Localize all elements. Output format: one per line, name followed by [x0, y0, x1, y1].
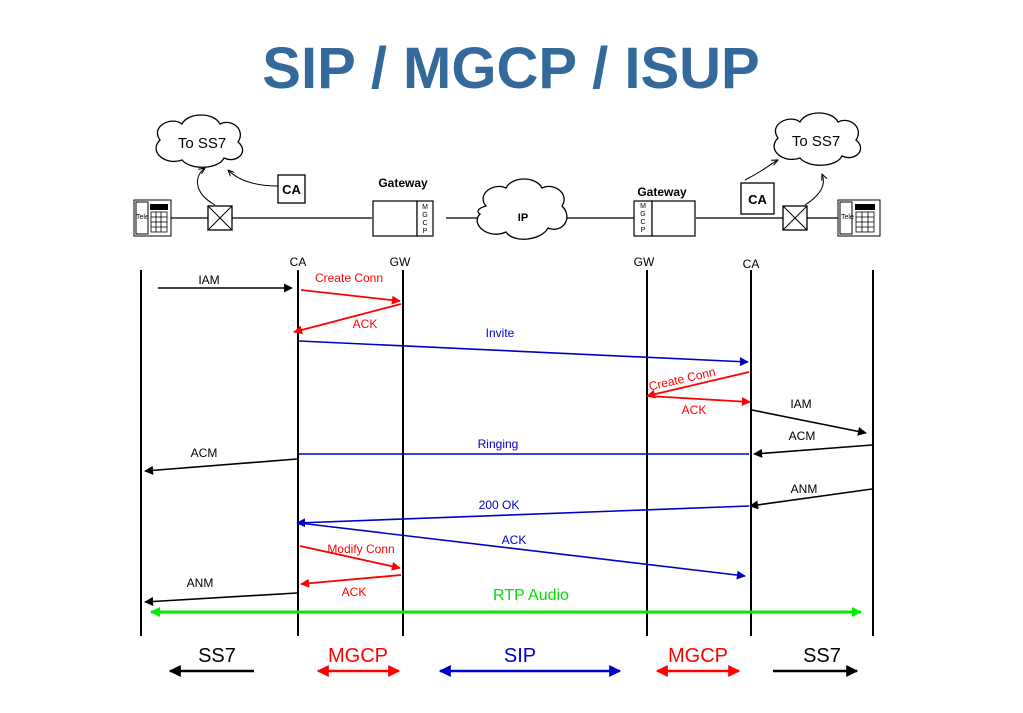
ca-box-right-label: CA [748, 192, 767, 207]
msg-200-ok-label: 200 OK [479, 498, 520, 512]
msg-ack-mgcp-right-arrow [647, 395, 751, 407]
gateway-right: Gateway M G C P [633, 185, 696, 237]
msg-invite-label: Invite [486, 326, 515, 340]
lifeline-label-ca-left: CA [290, 255, 307, 269]
msg-ack-mgcp-left-arrow [293, 303, 402, 335]
switch-icon-left [207, 205, 233, 231]
cloud-left-label: To SS7 [178, 135, 226, 152]
msg-ack-mgcp-right-label: ACK [682, 403, 707, 417]
msg-modify-conn-arrow [299, 545, 401, 571]
msg-invite-arrow [298, 340, 749, 367]
phone-left-label: Tele [136, 214, 149, 221]
msg-acm-right-label: ACM [789, 429, 816, 443]
network-topology: To SS7 To SS7 Tele [133, 112, 881, 240]
msg-ack-modify-label: ACK [342, 585, 367, 599]
ip-cloud: IP [476, 178, 568, 240]
switch-icon-right [782, 205, 808, 231]
gateway-left: Gateway M G C P [372, 176, 434, 237]
ip-cloud-label: IP [518, 212, 528, 224]
msg-ack-sip-label: ACK [502, 533, 527, 547]
msg-anm-left-label: ANM [187, 576, 214, 590]
msg-ringing-label: Ringing [478, 437, 519, 451]
msg-acm-right-arrow [753, 444, 873, 458]
msg-create-conn-right-arrow [646, 371, 750, 399]
msg-ack-mgcp-left-label: ACK [353, 317, 378, 331]
mgcp-letter: P [641, 227, 646, 234]
call-agent-box-right: CA [740, 182, 775, 215]
gateway-right-label: Gateway [637, 185, 687, 199]
msg-anm-left-arrow [144, 592, 298, 607]
protocol-mgcp-left-label: MGCP [328, 645, 388, 667]
lifeline-label-gw-left: GW [390, 255, 411, 269]
call-agent-box-left: CA [277, 174, 306, 204]
msg-create-conn-left-arrow [300, 289, 401, 305]
msg-200-ok-arrow [296, 505, 750, 528]
gateway-left-label: Gateway [378, 176, 428, 190]
phone-right-label: Tele [841, 214, 854, 221]
mgcp-letter: C [640, 219, 645, 226]
protocol-mgcp-right-label: MGCP [668, 645, 728, 667]
telephone-icon-right: Tele [837, 199, 881, 237]
msg-create-conn-right-label: Create Conn [647, 365, 716, 394]
msg-ack-sip-arrow [298, 522, 746, 580]
mgcp-letter: G [640, 211, 645, 218]
msg-anm-right-label: ANM [791, 482, 818, 496]
ca-box-left-label: CA [282, 182, 301, 197]
msg-iam-right-arrow [751, 409, 867, 436]
protocol-sip-label: SIP [504, 645, 536, 667]
protocol-legend: SS7 MGCP SIP MGCP SS7 [168, 645, 859, 677]
protocol-ss7-right-label: SS7 [803, 645, 841, 667]
msg-create-conn-left-label: Create Conn [315, 271, 383, 285]
telephone-icon-left: Tele [133, 199, 172, 237]
msg-iam-right-label: IAM [790, 397, 811, 411]
lifeline-label-gw-right: GW [634, 255, 655, 269]
msg-iam-left-label: IAM [198, 273, 219, 287]
msg-ack-modify-arrow [300, 574, 402, 588]
mgcp-letter: P [423, 228, 428, 235]
msg-acm-left-arrow [144, 458, 298, 475]
lifeline-label-ca-right: CA [743, 257, 760, 271]
messages: IAM Create Conn ACK Invite Create Conn A… [144, 271, 873, 617]
msg-modify-conn-label: Modify Conn [327, 542, 394, 556]
mgcp-letter: G [422, 212, 427, 219]
mgcp-letter: C [422, 220, 427, 227]
msg-acm-left-label: ACM [191, 446, 218, 460]
msg-anm-right-arrow [749, 488, 873, 510]
ss7-cloud-right: To SS7 [773, 112, 862, 166]
ss7-cloud-left: To SS7 [155, 114, 244, 168]
page-title: SIP / MGCP / ISUP [262, 36, 759, 101]
mgcp-letter: M [640, 203, 646, 210]
protocol-ss7-left-label: SS7 [198, 645, 236, 667]
cloud-right-label: To SS7 [792, 133, 840, 150]
mgcp-letter: M [422, 204, 428, 211]
rtp-audio-label: RTP Audio [493, 587, 569, 604]
